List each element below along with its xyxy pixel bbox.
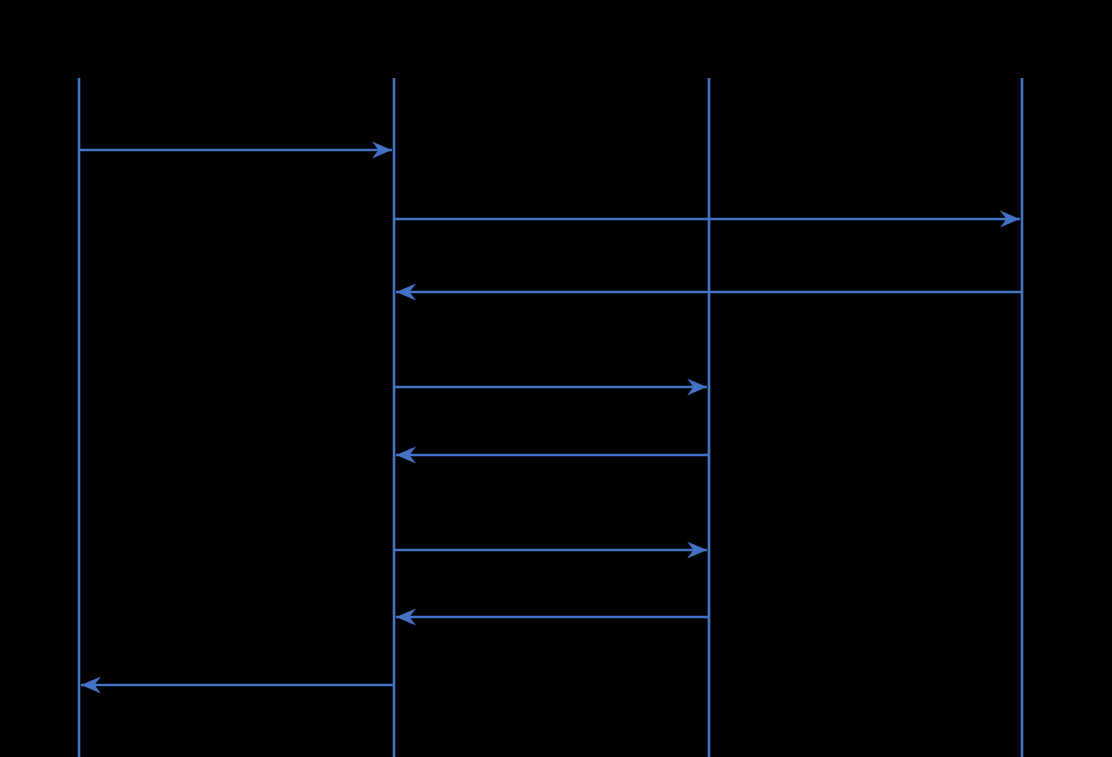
diagram-canvas [77,78,1024,757]
sequence-diagram [77,78,1024,757]
